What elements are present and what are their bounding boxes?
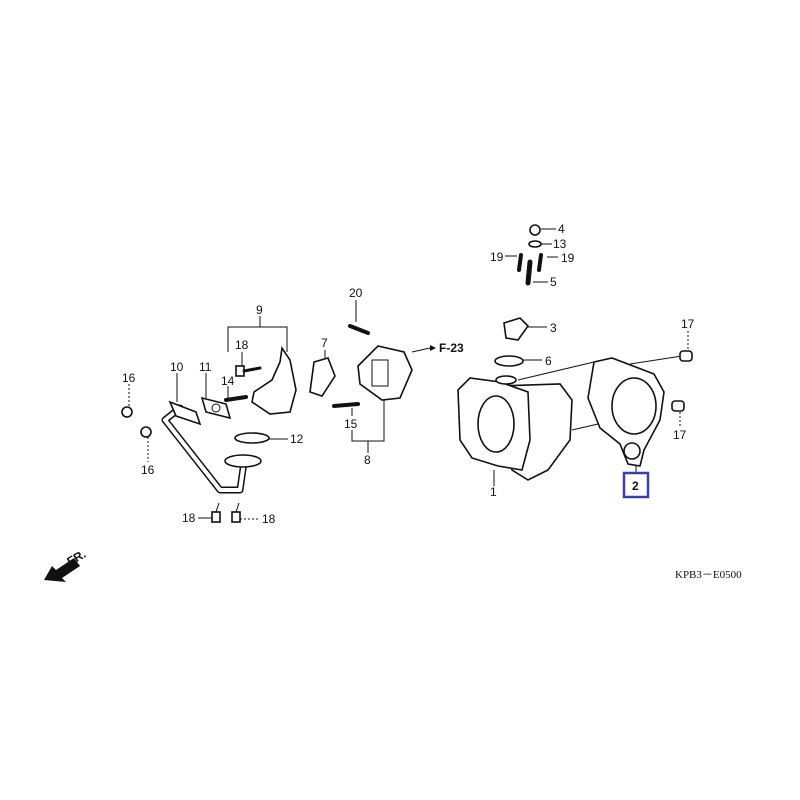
callout-2[interactable]: 2 [632, 479, 639, 493]
callout-4[interactable]: 4 [558, 222, 565, 236]
callout-12[interactable]: 12 [290, 432, 304, 446]
housing-9 [251, 345, 297, 415]
bolt-18-lower-right [231, 502, 241, 523]
gasket-12 [234, 432, 270, 444]
callout-18-lower-left[interactable]: 18 [182, 511, 196, 525]
tensioner-3 [503, 317, 530, 341]
callout-6[interactable]: 6 [545, 354, 552, 368]
callout-19-right[interactable]: 19 [561, 251, 575, 265]
callout-1[interactable]: 1 [490, 485, 497, 499]
callout-19-left[interactable]: 19 [490, 250, 504, 264]
gasket-7 [309, 357, 336, 397]
callout-14[interactable]: 14 [221, 374, 235, 388]
callout-5[interactable]: 5 [550, 275, 557, 289]
front-arrow-icon: FR. [44, 547, 88, 582]
bolt-20 [348, 324, 370, 335]
callout-18-upper[interactable]: 18 [235, 338, 249, 352]
callout-20[interactable]: 20 [349, 286, 363, 300]
cylinder-1 [457, 375, 573, 481]
bolt-19-left [517, 253, 523, 272]
nut-16-upper [121, 406, 133, 418]
callout-3[interactable]: 3 [550, 321, 557, 335]
callout-9[interactable]: 9 [256, 303, 263, 317]
dowel-17-upper [679, 350, 693, 362]
gasket-2 [587, 357, 665, 467]
washer-13 [528, 240, 542, 248]
stud-14 [224, 395, 248, 402]
callout-8[interactable]: 8 [364, 453, 371, 467]
cover-8 [357, 345, 413, 401]
callout-18-lower-right[interactable]: 18 [262, 512, 276, 526]
gasket-11 [200, 396, 232, 420]
diagram-code: KPB3－E0500 [675, 569, 742, 581]
callout-13[interactable]: 13 [553, 237, 567, 251]
reference-f23[interactable]: F-23 [439, 341, 464, 355]
bolt-18-upper [235, 365, 262, 377]
dowel-17-lower [671, 400, 685, 412]
bolt-18-lower-left [211, 502, 221, 523]
callout-10[interactable]: 10 [170, 360, 184, 374]
callout-16-upper[interactable]: 16 [122, 371, 136, 385]
oil-pipe [161, 400, 262, 494]
gasket-6 [494, 355, 524, 367]
callout-7[interactable]: 7 [321, 336, 328, 350]
callout-17-upper[interactable]: 17 [681, 317, 695, 331]
bolt-4 [529, 224, 541, 236]
callout-16-lower[interactable]: 16 [141, 463, 155, 477]
callout-15[interactable]: 15 [344, 417, 358, 431]
stud-15 [332, 402, 360, 408]
callout-17-lower[interactable]: 17 [673, 428, 687, 442]
highlight-box-part-2[interactable] [622, 471, 650, 499]
bolt-19-right [537, 253, 543, 272]
nut-16-lower [140, 426, 152, 438]
leader-lines [128, 228, 689, 520]
callout-11[interactable]: 11 [199, 360, 212, 374]
spring-5 [525, 259, 533, 286]
